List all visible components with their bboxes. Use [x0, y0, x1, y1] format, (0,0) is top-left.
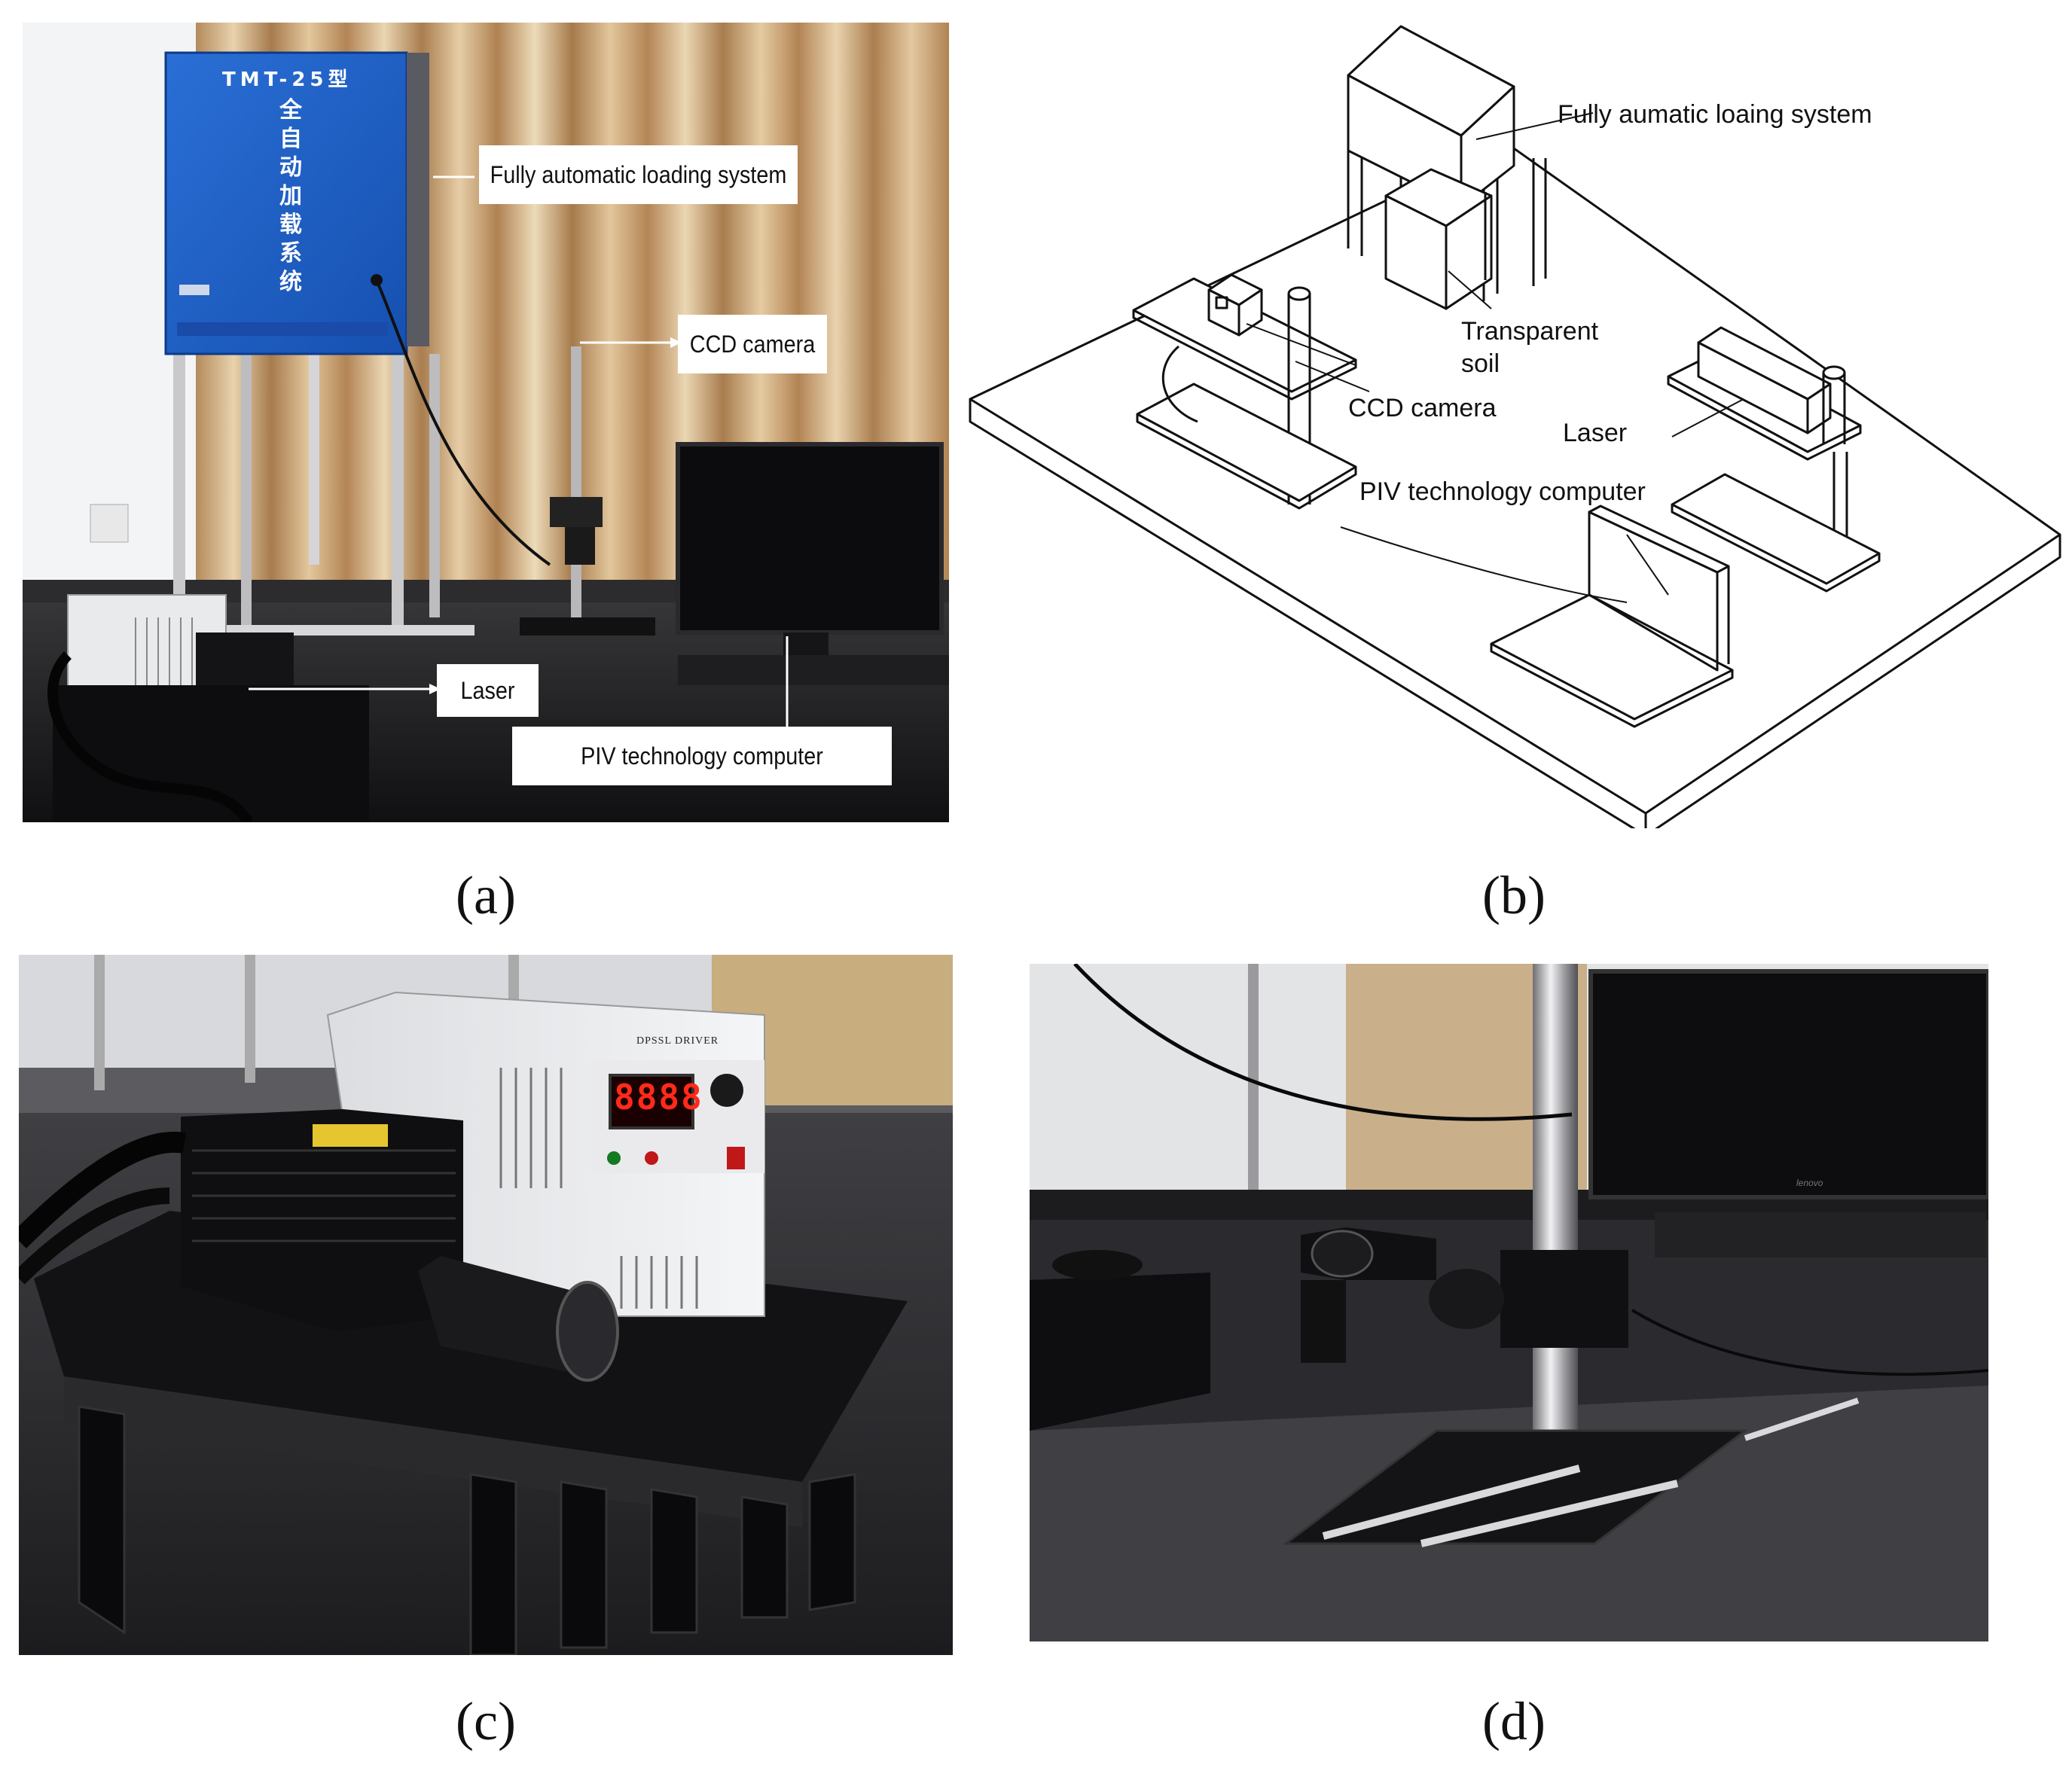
diagram-label-transparent-soil-line2: soil: [1461, 349, 1500, 378]
monitor-brand: lenovo: [1796, 1178, 1823, 1188]
char-1: 自: [279, 126, 302, 152]
panel-d-scene: [1030, 964, 1988, 1641]
char-3: 加: [279, 183, 302, 209]
panel-d-photo: [1030, 964, 1988, 1641]
caption-d: (d): [1482, 1691, 1546, 1751]
ccd-camera-rod: [571, 346, 581, 617]
label-piv-computer: PIV technology computer: [512, 727, 892, 785]
panel-b-drawing: [969, 25, 2061, 828]
piv-monitor: [676, 442, 944, 635]
keyboard: [1655, 1212, 1986, 1257]
loading-system-box: [164, 51, 408, 355]
diagram-label-laser: Laser: [1563, 419, 1628, 447]
caption-b: (b): [1482, 865, 1546, 925]
monitor: [1588, 969, 1988, 1199]
label-laser: Laser: [437, 664, 539, 717]
panel-a-photo: [23, 23, 949, 822]
char-5: 系: [279, 240, 302, 267]
char-6: 统: [279, 269, 302, 295]
diagram-label-ccd-camera: CCD camera: [1348, 394, 1497, 422]
panel-c-scene: [19, 955, 953, 1655]
diagram-label-transparent-soil-line1: Transparent: [1461, 317, 1599, 346]
camera-pole: [1533, 964, 1578, 1491]
char-2: 动: [279, 154, 302, 181]
panel-c-photo: [19, 955, 953, 1655]
loading-box-model-text: TMT-25型: [222, 69, 352, 91]
laser-lens: [418, 1256, 591, 1376]
label-ccd-camera: CCD camera: [678, 315, 827, 373]
driver-display-readout: 8888: [614, 1077, 703, 1117]
driver-title: DPSSL DRIVER: [636, 1035, 719, 1047]
char-0: 全: [279, 97, 302, 123]
driver-display: [609, 1074, 694, 1129]
panel-a-scene: [23, 23, 949, 822]
caption-a: (a): [456, 865, 516, 925]
panel-b-diagram: [964, 15, 2064, 828]
char-4: 载: [279, 212, 302, 238]
caption-c: (c): [456, 1691, 516, 1751]
diagram-label-piv-computer: PIV technology computer: [1359, 477, 1646, 506]
laser-head: [181, 1109, 463, 1331]
label-loading-system: Fully automatic loading system: [479, 145, 798, 204]
diagram-label-loading-system: Fully aumatic loaing system: [1558, 100, 1872, 129]
wall-outlet: [90, 504, 129, 543]
loading-box-name-text: 全 自 动 加 载 系 统: [276, 96, 306, 297]
keyboard: [678, 655, 949, 685]
